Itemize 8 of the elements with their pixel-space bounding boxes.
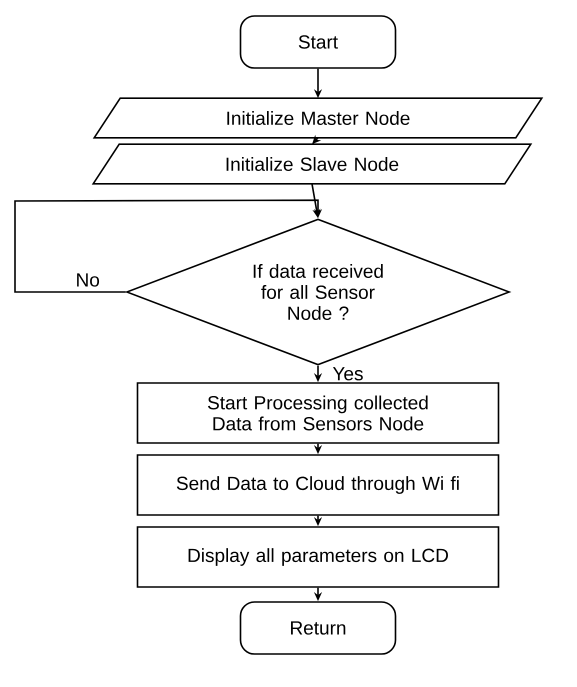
process-box: Send Data to Cloud through Wi fi — [136, 454, 500, 516]
process-box: Start Processing collected Data from Sensors Node — [136, 382, 500, 444]
edge-label: No — [74, 272, 101, 288]
end-terminal: Return — [240, 601, 396, 655]
arrow — [14, 199, 322, 293]
edge-label: Yes — [332, 366, 364, 382]
start-terminal: Start — [240, 15, 396, 69]
process-box: Display all parameters on LCD — [136, 526, 500, 588]
